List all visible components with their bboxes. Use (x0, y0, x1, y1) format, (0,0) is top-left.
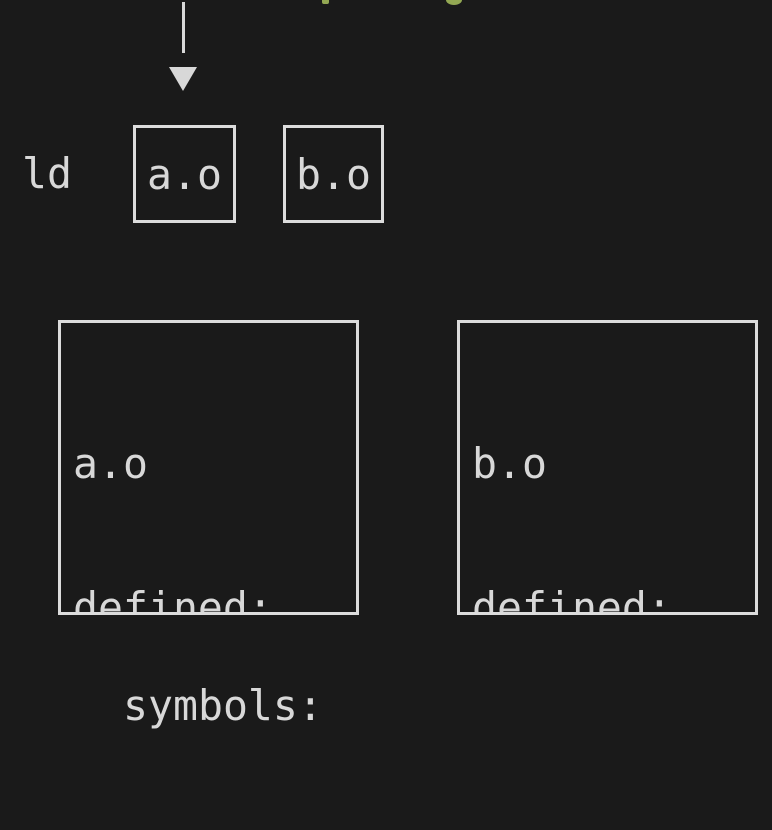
symbol-table-a-line: a.o (73, 439, 148, 488)
symbol-table-box-a: a.o defined: myfunc undefined: dependenc… (58, 320, 359, 615)
truncated-green-text-descender-stem-icon (322, 0, 329, 4)
symbol-table-b-line: b.o (472, 439, 547, 488)
symbol-table-b-line: defined: (472, 583, 672, 615)
symbol-table-box-b: b.o defined: dependency (457, 320, 758, 615)
symbols-label: symbols: (123, 681, 323, 730)
object-file-box-b: b.o (283, 125, 384, 223)
object-file-box-a: a.o (133, 125, 236, 223)
arrow-down-icon (169, 67, 197, 91)
object-file-a-label: a.o (147, 149, 222, 199)
linker-command-label: ld (22, 149, 72, 198)
object-file-b-label: b.o (296, 149, 371, 199)
arrow-down-line (182, 2, 185, 53)
symbol-table-a-line: defined: (73, 583, 273, 615)
truncated-green-text-descender-bowl-icon (446, 0, 462, 5)
